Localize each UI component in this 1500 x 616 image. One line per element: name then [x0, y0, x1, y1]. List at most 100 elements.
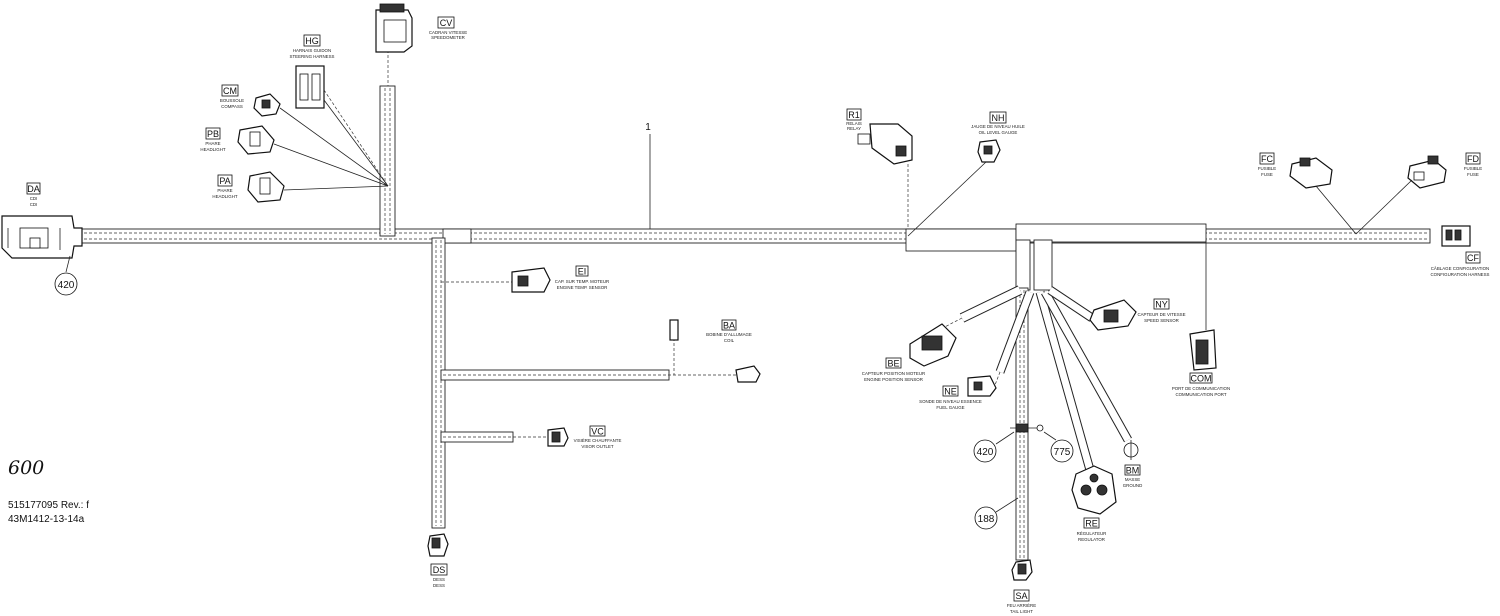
svg-text:FUSIBLE: FUSIBLE: [1258, 166, 1276, 171]
rear-branch-a: [1015, 239, 1031, 291]
svg-text:RELAIS: RELAIS: [846, 121, 862, 126]
svg-text:CAP. SUR TEMP. MOTEUR: CAP. SUR TEMP. MOTEUR: [555, 279, 609, 284]
svg-text:FUSE: FUSE: [1261, 172, 1273, 177]
svg-text:BE: BE: [887, 359, 899, 369]
svg-text:188: 188: [978, 514, 995, 525]
svg-text:SPEED SENSOR: SPEED SENSOR: [1144, 318, 1179, 323]
label-be: BE CAPTEUR POSITION MOTEUR ENGINE POSITI…: [862, 357, 925, 382]
label-ei: EI CAP. SUR TEMP. MOTEUR ENGINE TEMP. SE…: [555, 265, 609, 290]
svg-text:420: 420: [977, 447, 994, 458]
svg-text:RE: RE: [1085, 519, 1098, 529]
drawing-id: 43M1412-13-14a: [8, 514, 85, 525]
dess-branch: [431, 237, 446, 529]
part-revision: 515177095 Rev.: f: [8, 500, 89, 511]
svg-text:RELAY: RELAY: [847, 126, 861, 131]
svg-text:DESS: DESS: [433, 577, 445, 582]
svg-text:CADRAN VITESSE: CADRAN VITESSE: [429, 30, 467, 35]
communication-port-connector: [1189, 329, 1217, 371]
fuse-connector-fd: [1407, 155, 1447, 189]
ref-circle-420-right: 420: [973, 431, 1015, 463]
main-harness-trunk: [81, 228, 1431, 244]
svg-text:PB: PB: [207, 129, 219, 139]
label-re: RE RÉGULATEUR REGULATOR: [1077, 517, 1106, 542]
svg-text:DESS: DESS: [433, 583, 445, 588]
svg-text:NH: NH: [992, 113, 1005, 123]
label-bm: BM MASSE GROUND: [1123, 464, 1142, 488]
svg-text:FEU ARRIÈRE: FEU ARRIÈRE: [1007, 603, 1036, 608]
svg-text:FUSIBLE: FUSIBLE: [1464, 166, 1482, 171]
ref-circle-188: 188: [974, 497, 1019, 530]
fuse-connector-fc: [1289, 157, 1333, 189]
svg-text:FC: FC: [1261, 154, 1273, 164]
svg-text:CV: CV: [440, 18, 453, 28]
label-vc: VC VISIÈRE CHAUFFANTE VISOR OUTLET: [574, 425, 621, 449]
svg-text:PHARE: PHARE: [217, 188, 232, 193]
svg-text:CF: CF: [1467, 253, 1479, 263]
speedometer-connector: [375, 3, 413, 53]
engine-position-sensor-connector: [909, 323, 957, 367]
ref-circle-420-left: 420: [54, 255, 78, 296]
svg-text:VC: VC: [591, 427, 604, 437]
svg-text:ENGINE TEMP. SENSOR: ENGINE TEMP. SENSOR: [557, 285, 608, 290]
svg-text:COMPASS: COMPASS: [221, 104, 243, 109]
label-ds: DS DESS DESS: [430, 563, 448, 588]
svg-text:BA: BA: [723, 321, 735, 331]
svg-text:FD: FD: [1467, 154, 1479, 164]
ring-terminal: [1010, 423, 1044, 433]
svg-text:NY: NY: [1155, 300, 1168, 310]
svg-text:FUSE: FUSE: [1467, 172, 1479, 177]
oil-level-gauge-connector: [977, 139, 1001, 163]
regulator-connector: [1071, 465, 1117, 515]
headlight-connector-pb: [237, 125, 275, 155]
svg-text:PORT DE COMMUNICATION: PORT DE COMMUNICATION: [1172, 386, 1230, 391]
headlight-connector-pa: [247, 171, 285, 203]
svg-text:VISOR OUTLET: VISOR OUTLET: [581, 444, 614, 449]
speed-sensor-connector: [1089, 299, 1137, 331]
svg-text:MASSE: MASSE: [1125, 477, 1140, 482]
speedometer-branch: [379, 85, 396, 237]
configuration-harness-connector: [1441, 225, 1471, 247]
ground-terminal: [1123, 440, 1139, 460]
relay-connector: [857, 123, 913, 165]
svg-text:JAUGE DE NIVEAU HUILE: JAUGE DE NIVEAU HUILE: [971, 124, 1025, 129]
label-fd: FD FUSIBLE FUSE: [1464, 152, 1482, 177]
svg-text:ENGINE POSITION SENSOR: ENGINE POSITION SENSOR: [864, 377, 923, 382]
label-sa: SA FEU ARRIÈRE TAIL LIGHT: [1007, 589, 1036, 614]
svg-text:EI: EI: [578, 267, 587, 277]
svg-text:CAPTEUR POSITION MOTEUR: CAPTEUR POSITION MOTEUR: [862, 371, 925, 376]
svg-text:STEERING HARNESS: STEERING HARNESS: [290, 54, 335, 59]
model-label: 600: [8, 457, 44, 479]
svg-text:BM: BM: [1126, 466, 1140, 476]
label-fc: FC FUSIBLE FUSE: [1258, 152, 1276, 177]
svg-text:OIL LEVEL GAUGE: OIL LEVEL GAUGE: [979, 130, 1018, 135]
rear-branch-b: [1033, 239, 1053, 291]
svg-text:COM: COM: [1191, 374, 1212, 384]
dess-connector: [427, 533, 449, 557]
svg-text:CAPTEUR DE VITESSE: CAPTEUR DE VITESSE: [1137, 312, 1185, 317]
svg-text:CONFIGURATION HARNESS: CONFIGURATION HARNESS: [1431, 272, 1490, 277]
svg-text:SA: SA: [1015, 591, 1027, 601]
label-com: COM PORT DE COMMUNICATION COMMUNICATION …: [1172, 372, 1230, 397]
label-da: DA CDI CDI: [26, 182, 41, 207]
visor-branch: [440, 431, 514, 443]
svg-text:775: 775: [1054, 447, 1071, 458]
svg-text:BOUSSOLE: BOUSSOLE: [220, 98, 244, 103]
harness-number: 1: [645, 122, 651, 133]
label-cm: CM BOUSSOLE COMPASS: [220, 84, 244, 109]
visor-outlet-connector: [547, 427, 569, 447]
tail-light-connector: [1011, 559, 1033, 581]
label-ny: NY CAPTEUR DE VITESSE SPEED SENSOR: [1137, 298, 1186, 323]
label-pa: PA PHARE HEADLIGHT: [212, 174, 238, 199]
label-r1: R1 RELAIS RELAY: [846, 108, 862, 131]
svg-text:SONDE DE NIVEAU ESSENCE: SONDE DE NIVEAU ESSENCE: [919, 399, 982, 404]
fuel-gauge-connector: [967, 375, 997, 397]
compass-connector: [253, 93, 281, 117]
svg-text:CDI: CDI: [30, 202, 38, 207]
svg-text:PA: PA: [219, 176, 230, 186]
svg-text:REGULATOR: REGULATOR: [1078, 537, 1105, 542]
svg-text:DS: DS: [433, 565, 446, 575]
coil-connector: [669, 319, 761, 383]
svg-text:COIL: COIL: [724, 338, 735, 343]
label-ne: NE SONDE DE NIVEAU ESSENCE FUEL GAUGE: [919, 385, 982, 410]
